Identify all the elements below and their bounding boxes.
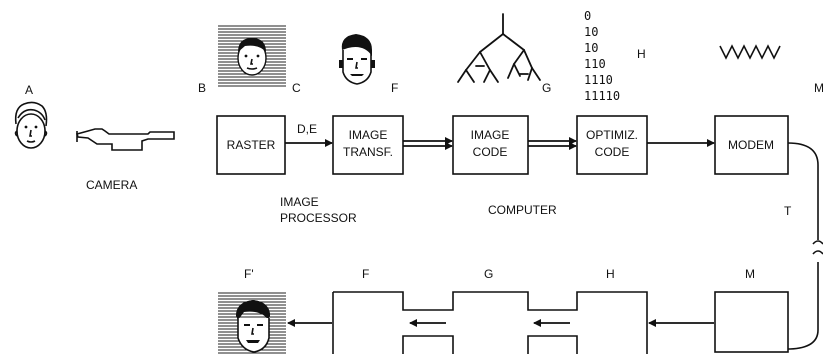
raster-box (216, 115, 286, 175)
face-a-icon (14, 101, 48, 149)
reconstructed-face-image (218, 292, 286, 354)
image-code-box (452, 115, 529, 175)
label-h-top: H (637, 47, 646, 61)
label-t: T (784, 204, 792, 218)
tree-code-icon (457, 13, 541, 83)
bit-code-list: 0 10 10 110 1110 11110 (584, 9, 620, 103)
label-f-bottom: F (362, 267, 369, 281)
label-b: B (198, 81, 206, 95)
bit-code-5: 1110 (584, 73, 613, 87)
label-f-top: F (391, 81, 398, 95)
image-transf-label-1: IMAGE (349, 128, 388, 142)
optimiz-code-label-2: CODE (595, 145, 630, 159)
image-transf-label-2: TRANSF. (343, 145, 393, 159)
decoder-box-f (333, 291, 648, 354)
label-m-top: M (814, 81, 823, 95)
image-transf-box (332, 115, 404, 175)
bit-code-3: 10 (584, 41, 598, 55)
raster-face-image (218, 25, 286, 87)
transmission-line (727, 142, 823, 350)
image-processor-label-2: PROCESSOR (280, 211, 357, 225)
label-a: A (25, 83, 33, 97)
label-m-bottom: M (745, 267, 755, 281)
bit-code-6: 11110 (584, 89, 620, 103)
signal-wave-icon (719, 44, 781, 60)
label-de: D,E (297, 122, 317, 136)
label-c: C (292, 81, 301, 95)
decoder-link-lower (402, 335, 578, 354)
image-processor-label-1: IMAGE (280, 195, 319, 209)
bit-code-1: 0 (584, 9, 591, 23)
optimiz-code-box (576, 115, 648, 175)
label-f-prime: F' (244, 267, 254, 281)
modem-box (714, 115, 789, 175)
camera-icon (75, 128, 175, 151)
bit-code-4: 110 (584, 57, 606, 71)
optimiz-code-label-1: OPTIMIZ. (586, 128, 638, 142)
bit-code-2: 10 (584, 25, 598, 39)
camera-label: CAMERA (86, 178, 137, 192)
face-f-icon (339, 34, 375, 85)
image-code-label-1: IMAGE (471, 128, 510, 142)
modem-box-bottom (714, 291, 789, 353)
label-g-top: G (542, 81, 551, 95)
modem-label: MODEM (728, 138, 774, 152)
raster-label: RASTER (227, 138, 276, 152)
label-g-bottom: G (484, 267, 493, 281)
image-code-label-2: CODE (473, 145, 508, 159)
label-h-bottom: H (606, 267, 615, 281)
computer-label: COMPUTER (488, 203, 557, 217)
